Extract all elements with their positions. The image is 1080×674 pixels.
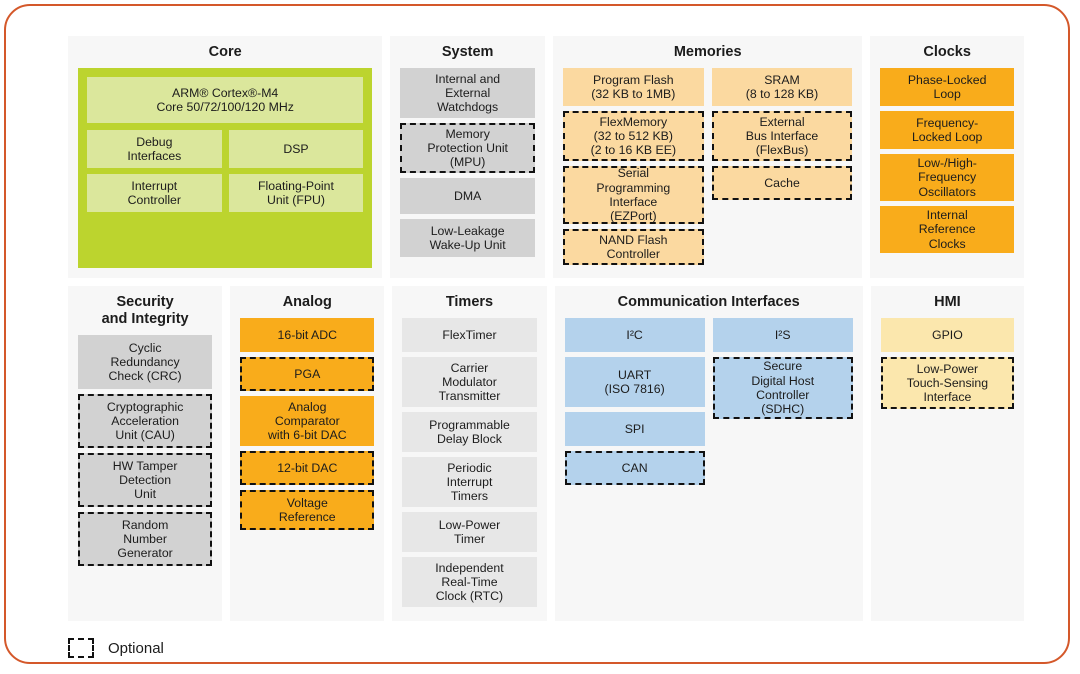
block-sram[interactable]: SRAM (8 to 128 KB) [711, 68, 853, 107]
block-debug-interfaces[interactable]: Debug Interfaces [87, 130, 222, 169]
communication-right-column: I²S Secure Digital Host Controller (SDHC… [712, 318, 853, 424]
panel-memories-body: Program Flash (32 KB to 1MB) FlexMemory … [563, 68, 853, 270]
block-diagram: Core ARM® Cortex®-M4 Core 50/72/100/120 … [68, 36, 1025, 621]
panel-analog-body: 16-bit ADC PGA Analog Comparator with 6-… [240, 318, 375, 611]
block-12-bit-dac[interactable]: 12-bit DAC [240, 451, 375, 486]
panel-analog-title: Analog [282, 294, 332, 310]
legend: Optional [68, 634, 164, 662]
panel-core-title: Core [208, 44, 242, 60]
core-row-1: Debug Interfaces DSP [87, 130, 364, 174]
block-serial-programming-interface[interactable]: Serial Programming Interface (EZPort) [563, 166, 704, 225]
panel-hmi: HMI GPIO Low-Power Touch-Sensing Interfa… [870, 286, 1024, 621]
block-arm-cortex-m4[interactable]: ARM® Cortex®-M4 Core 50/72/100/120 MHz [87, 77, 364, 124]
block-internal-reference-clocks[interactable]: Internal Reference Clocks [880, 206, 1015, 254]
block-programmable-delay-block[interactable]: Programmable Delay Block [402, 412, 537, 453]
block-floating-point-unit[interactable]: Floating-Point Unit (FPU) [228, 174, 364, 213]
panel-clocks: Clocks Phase-Locked Loop Frequency- Lock… [870, 36, 1025, 278]
diagram-frame: Core ARM® Cortex®-M4 Core 50/72/100/120 … [4, 4, 1070, 664]
block-cache[interactable]: Cache [711, 166, 853, 201]
block-memory-protection-unit[interactable]: Memory Protection Unit (MPU) [400, 123, 535, 174]
panel-clocks-body: Phase-Locked Loop Frequency- Locked Loop… [880, 68, 1015, 268]
block-cyclic-redundancy-check[interactable]: Cyclic Redundancy Check (CRC) [78, 335, 213, 390]
panel-memories: Memories Program Flash (32 KB to 1MB) Fl… [553, 36, 863, 278]
panel-hmi-body: GPIO Low-Power Touch-Sensing Interface [880, 318, 1014, 611]
block-interrupt-controller[interactable]: Interrupt Controller [87, 174, 222, 213]
block-analog-comparator[interactable]: Analog Comparator with 6-bit DAC [240, 396, 375, 447]
block-program-flash[interactable]: Program Flash (32 KB to 1MB) [563, 68, 704, 107]
block-cryptographic-acceleration-unit[interactable]: Cryptographic Acceleration Unit (CAU) [78, 394, 213, 449]
panel-system-body: Internal and External Watchdogs Memory P… [400, 68, 535, 268]
communication-left-column: I²C UART (ISO 7816) SPI CAN [564, 318, 705, 490]
block-frequency-locked-loop[interactable]: Frequency- Locked Loop [880, 111, 1015, 150]
block-independent-rtc[interactable]: Independent Real-Time Clock (RTC) [402, 557, 537, 608]
block-external-bus-interface[interactable]: External Bus Interface (FlexBus) [711, 111, 853, 162]
panel-core: Core ARM® Cortex®-M4 Core 50/72/100/120 … [68, 36, 383, 278]
block-secure-digital-host-controller[interactable]: Secure Digital Host Controller (SDHC) [712, 357, 853, 420]
panel-hmi-title: HMI [934, 294, 961, 310]
block-watchdogs[interactable]: Internal and External Watchdogs [400, 68, 535, 119]
panel-timers-title: Timers [445, 294, 494, 310]
panel-security-title: Security and Integrity [101, 294, 189, 328]
panel-clocks-title: Clocks [923, 44, 971, 60]
block-can[interactable]: CAN [564, 451, 705, 486]
block-low-power-timer[interactable]: Low-Power Timer [402, 512, 537, 553]
block-random-number-generator[interactable]: Random Number Generator [78, 512, 213, 567]
block-spi[interactable]: SPI [564, 412, 705, 447]
block-hw-tamper-detection-unit[interactable]: HW Tamper Detection Unit [78, 453, 213, 508]
panel-system: System Internal and External Watchdogs M… [390, 36, 545, 278]
block-flextimer[interactable]: FlexTimer [402, 318, 537, 353]
panel-security: Security and Integrity Cyclic Redundancy… [68, 286, 223, 621]
panel-communication: Communication Interfaces I²C UART (ISO 7… [554, 286, 863, 621]
block-16-bit-adc[interactable]: 16-bit ADC [240, 318, 375, 353]
block-oscillators[interactable]: Low-/High- Frequency Oscillators [880, 154, 1015, 202]
panel-analog: Analog 16-bit ADC PGA Analog Comparator … [230, 286, 385, 621]
memories-left-column: Program Flash (32 KB to 1MB) FlexMemory … [563, 68, 704, 270]
bottom-row: Security and Integrity Cyclic Redundancy… [68, 286, 1024, 621]
block-i2c[interactable]: I²C [564, 318, 705, 353]
block-gpio[interactable]: GPIO [880, 318, 1014, 353]
legend-label: Optional [108, 639, 164, 657]
block-low-leakage-wakeup-unit[interactable]: Low-Leakage Wake-Up Unit [400, 219, 535, 258]
panel-timers-body: FlexTimer Carrier Modulator Transmitter … [402, 318, 537, 612]
block-low-power-touch-sensing[interactable]: Low-Power Touch-Sensing Interface [880, 357, 1014, 410]
core-row-2: Interrupt Controller Floating-Point Unit… [87, 174, 364, 218]
panel-system-title: System [441, 44, 494, 60]
memories-right-column: SRAM (8 to 128 KB) External Bus Interfac… [711, 68, 853, 205]
panel-communication-body: I²C UART (ISO 7816) SPI CAN I²S Secure D… [564, 318, 853, 611]
block-dma[interactable]: DMA [400, 178, 535, 215]
panel-security-body: Cyclic Redundancy Check (CRC) Cryptograp… [78, 335, 213, 611]
block-carrier-modulator-transmitter[interactable]: Carrier Modulator Transmitter [402, 357, 537, 408]
block-voltage-reference[interactable]: Voltage Reference [240, 490, 375, 531]
dashed-square-icon [68, 638, 94, 658]
core-green-region: ARM® Cortex®-M4 Core 50/72/100/120 MHz D… [78, 68, 373, 268]
panel-memories-title: Memories [673, 44, 742, 60]
block-flexmemory[interactable]: FlexMemory (32 to 512 KB) (2 to 16 KB EE… [563, 111, 704, 162]
block-pga[interactable]: PGA [240, 357, 375, 392]
block-periodic-interrupt-timers[interactable]: Periodic Interrupt Timers [402, 457, 537, 508]
block-i2s[interactable]: I²S [712, 318, 853, 353]
block-nand-flash-controller[interactable]: NAND Flash Controller [563, 229, 704, 266]
panel-communication-title: Communication Interfaces [617, 294, 800, 310]
block-uart[interactable]: UART (ISO 7816) [564, 357, 705, 408]
panel-timers: Timers FlexTimer Carrier Modulator Trans… [392, 286, 547, 621]
top-row: Core ARM® Cortex®-M4 Core 50/72/100/120 … [68, 36, 1025, 278]
block-dsp[interactable]: DSP [228, 130, 364, 169]
block-phase-locked-loop[interactable]: Phase-Locked Loop [880, 68, 1015, 107]
